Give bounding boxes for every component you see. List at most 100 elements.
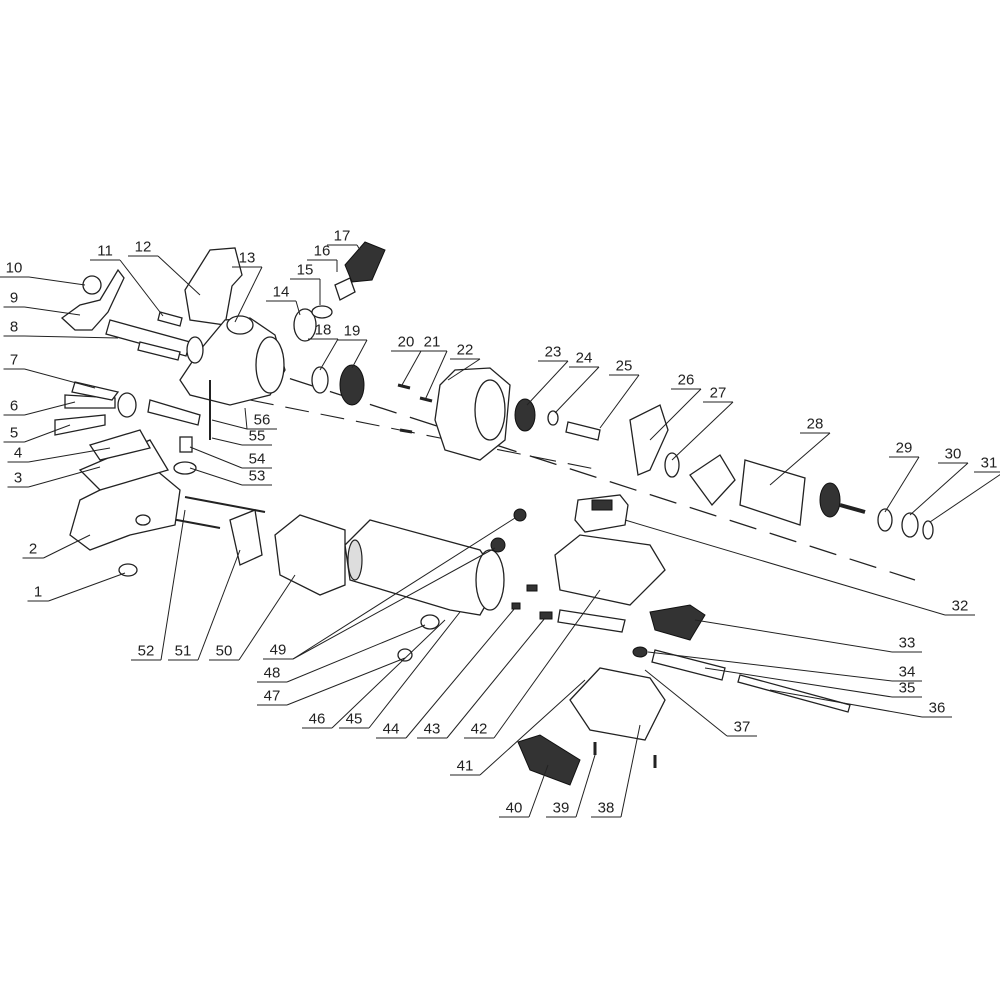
- leader-line-47: [286, 657, 406, 706]
- leader-line-49: [292, 517, 516, 660]
- leader-line-22: [447, 358, 481, 381]
- leader-line-43: [446, 617, 546, 739]
- callout-label-55: 55: [248, 427, 266, 445]
- part-lower-handle: [569, 667, 666, 741]
- leader-line-56: [244, 407, 248, 430]
- leader-line-42: [493, 589, 601, 739]
- leader-line-10: [28, 276, 86, 286]
- callout-label-13: 13: [238, 249, 256, 267]
- leader-line-46: [331, 619, 446, 729]
- part-bushing: [293, 308, 317, 342]
- leader-line-45: [368, 611, 461, 729]
- leader-line-35: [704, 667, 893, 698]
- part-ring: [922, 520, 934, 540]
- callout-label-4: 4: [13, 444, 23, 462]
- part-housing-port: [226, 315, 254, 335]
- part-knob: [135, 514, 151, 526]
- part-brush: [513, 508, 527, 522]
- callout-label-51: 51: [174, 642, 192, 660]
- part-brush-holder: [629, 404, 669, 476]
- part-guard: [184, 247, 243, 326]
- leader-line-19: [351, 339, 368, 369]
- leader-line-27: [671, 401, 734, 461]
- leader-line-37: [644, 669, 728, 737]
- callout-label-42: 42: [470, 720, 488, 738]
- part-cover-opening: [474, 379, 506, 441]
- callout-label-30: 30: [944, 445, 962, 463]
- leader-line-41: [479, 679, 586, 776]
- part-tube: [651, 649, 726, 681]
- part-terminal: [539, 611, 553, 620]
- callout-label-45: 45: [345, 710, 363, 728]
- part-knob: [118, 563, 138, 577]
- callout-label-17: 17: [333, 227, 351, 245]
- leader-line-11: [119, 259, 164, 317]
- callout-label-6: 6: [9, 397, 19, 415]
- part-pin: [137, 341, 181, 361]
- part-grip-pad: [517, 734, 581, 786]
- part-cap: [334, 277, 356, 301]
- callout-label-32: 32: [951, 597, 969, 615]
- callout-label-5: 5: [9, 424, 19, 442]
- part-clip: [632, 646, 648, 658]
- part-housing-flange: [255, 336, 285, 394]
- part-cutter: [71, 381, 120, 401]
- leader-line-20: [401, 350, 422, 386]
- callout-label-33: 33: [898, 634, 916, 652]
- part-housing-window: [347, 539, 363, 581]
- part-screw: [419, 396, 433, 403]
- callout-label-52: 52: [137, 642, 155, 660]
- part-bearing: [311, 366, 329, 394]
- callout-label-8: 8: [9, 318, 19, 336]
- part-long-screw: [184, 496, 266, 513]
- part-plate: [117, 392, 137, 418]
- leader-line-56: [211, 419, 248, 430]
- callout-label-22: 22: [456, 341, 474, 359]
- part-pinion: [514, 398, 536, 432]
- part-blade: [88, 429, 151, 461]
- callout-label-43: 43: [423, 720, 441, 738]
- part-bushing: [547, 410, 559, 426]
- leader-line-36: [769, 689, 923, 718]
- leader-line-12: [157, 255, 201, 296]
- part-housing-end: [475, 549, 505, 611]
- part-stud: [179, 436, 193, 453]
- leader-line-40: [528, 764, 549, 818]
- part-baffle: [229, 509, 263, 566]
- part-screw: [397, 383, 411, 390]
- callout-label-27: 27: [709, 384, 727, 402]
- callout-label-15: 15: [296, 261, 314, 279]
- callout-label-29: 29: [895, 439, 913, 457]
- callout-label-44: 44: [382, 720, 400, 738]
- callout-label-54: 54: [248, 450, 266, 468]
- callout-label-38: 38: [597, 799, 615, 817]
- callout-label-3: 3: [13, 469, 23, 487]
- leader-line-34: [647, 651, 893, 682]
- part-pin-small: [157, 311, 183, 327]
- part-bearing: [901, 512, 919, 538]
- part-grip-pad: [649, 604, 706, 641]
- leader-line-28: [769, 432, 831, 486]
- callout-label-37: 37: [733, 718, 751, 736]
- leader-line-5: [24, 424, 71, 443]
- assembly-axis-secondary: [249, 399, 601, 471]
- leader-line-2: [43, 534, 91, 559]
- leader-line-1: [48, 572, 126, 602]
- callout-label-39: 39: [552, 799, 570, 817]
- leader-line-30: [909, 462, 969, 516]
- part-handle-cover: [554, 534, 666, 606]
- leader-line-21: [424, 350, 448, 401]
- leader-line-29: [884, 456, 920, 513]
- leader-line-55: [211, 437, 243, 446]
- part-bearing: [877, 508, 893, 532]
- callout-label-1: 1: [33, 583, 43, 601]
- callout-label-49: 49: [269, 641, 287, 659]
- callout-label-35: 35: [898, 679, 916, 697]
- part-cutter: [54, 414, 106, 436]
- callout-label-36: 36: [928, 699, 946, 717]
- leader-line-51: [197, 549, 241, 661]
- leader-line-8: [24, 335, 119, 339]
- leader-line-13: [234, 266, 263, 323]
- leader-line-7: [24, 368, 96, 389]
